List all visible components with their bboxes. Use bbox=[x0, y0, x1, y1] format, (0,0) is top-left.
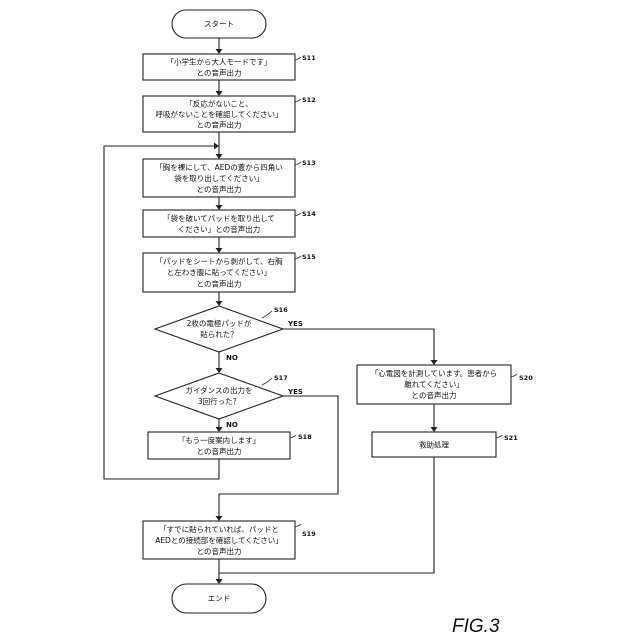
s13-step-label: S13 bbox=[302, 159, 316, 167]
s21-line-1: 救助処理 bbox=[419, 440, 449, 450]
s13-line-3: との音声出力 bbox=[197, 184, 242, 194]
s14-line-2: ください」との音声出力 bbox=[178, 224, 260, 234]
process-s21: 救助処理 S21 bbox=[372, 432, 518, 457]
s12-step-label: S12 bbox=[302, 96, 316, 104]
arrow-start-s11 bbox=[216, 49, 223, 54]
figure-label: FIG.3 bbox=[452, 616, 500, 637]
arrow-s20-s21 bbox=[431, 427, 438, 432]
arrow-s11-s12 bbox=[216, 91, 223, 96]
s15-step-label: S15 bbox=[302, 253, 316, 261]
s19-step-label: S19 bbox=[302, 530, 316, 538]
process-s14: 「袋を破いてパッドを取り出して ください」との音声出力 S14 bbox=[143, 210, 316, 237]
process-s13: 「胸を裸にして、AEDの蓋から四角い 袋を取り出してください」 との音声出力 S… bbox=[143, 159, 316, 197]
edge-s16-s20 bbox=[283, 329, 434, 361]
s20-line-3: との音声出力 bbox=[412, 390, 457, 400]
s16-line-2: 貼られた？ bbox=[200, 329, 238, 339]
s18-line-1: 「もう一度案内します」 bbox=[178, 435, 260, 445]
start-text: スタート bbox=[204, 20, 234, 29]
s17-line-2: 3回行った？ bbox=[198, 396, 240, 406]
arrow-s12-s13 bbox=[216, 154, 223, 159]
s17-yes-label: YES bbox=[287, 388, 303, 396]
s21-step-label: S21 bbox=[504, 434, 518, 442]
s16-line-1: 2枚の電極パッドが bbox=[187, 318, 252, 328]
s16-step-label: S16 bbox=[274, 306, 288, 314]
s13-line-1: 「胸を裸にして、AEDの蓋から四角い bbox=[155, 162, 283, 172]
s12-line-3: との音声出力 bbox=[197, 120, 242, 130]
s16-yes-label: YES bbox=[287, 320, 303, 328]
decision-s17: ガイダンスの出力を 3回行った？ S17 YES NO bbox=[155, 373, 303, 429]
s18-step-label: S18 bbox=[298, 433, 312, 441]
s15-line-2: と左わき腹に貼ってください」 bbox=[167, 267, 271, 277]
s19-line-3: との音声出力 bbox=[197, 546, 242, 556]
s20-step-label: S20 bbox=[519, 374, 533, 382]
process-s12: 「反応がないこと、 呼吸がないことを確認してください」 との音声出力 S12 bbox=[143, 96, 316, 132]
s15-line-3: との音声出力 bbox=[197, 279, 242, 289]
s16-no-label: NO bbox=[226, 354, 238, 362]
arrow-s17-s18 bbox=[216, 427, 223, 432]
s19-line-1: 「すでに貼られていれば、パッドと bbox=[159, 524, 279, 534]
process-s11: 「小学生から大人モードです」 との音声出力 S11 bbox=[143, 54, 316, 80]
arrow-s18-loop bbox=[214, 143, 219, 150]
start-terminal: スタート bbox=[172, 10, 266, 38]
s17-line-1: ガイダンスの出力を bbox=[185, 385, 252, 395]
process-s15: 「パッドをシートから剥がして、右胸 と左わき腹に貼ってください」 との音声出力 … bbox=[143, 253, 316, 292]
s11-line-2: との音声出力 bbox=[197, 68, 242, 78]
process-s19: 「すでに貼られていれば、パッドと AEDとの接続部を確認してください」 との音声… bbox=[143, 521, 316, 559]
arrow-s13-s14 bbox=[216, 205, 223, 210]
s17-step-label: S17 bbox=[274, 374, 288, 382]
arrow-s16-s17 bbox=[216, 368, 223, 373]
s13-line-2: 袋を取り出してください」 bbox=[174, 173, 264, 183]
arrow-s15-s16 bbox=[216, 301, 223, 306]
s20-line-1: 「心電図を計測しています。患者から bbox=[371, 368, 498, 378]
end-text: エンド bbox=[208, 594, 231, 603]
arrow-s19-end bbox=[216, 579, 223, 584]
process-s20: 「心電図を計測しています。患者から 離れてください」 との音声出力 S20 bbox=[357, 365, 533, 404]
s11-step-label: S11 bbox=[302, 54, 316, 62]
s15-line-1: 「パッドをシートから剥がして、右胸 bbox=[156, 256, 283, 266]
s11-line-1: 「小学生から大人モードです」 bbox=[167, 57, 272, 67]
s17-no-label: NO bbox=[226, 421, 238, 429]
end-terminal: エンド bbox=[172, 584, 266, 613]
s18-line-2: との音声出力 bbox=[197, 446, 242, 456]
arrow-s16-s20 bbox=[431, 360, 438, 365]
arrow-s14-s15 bbox=[216, 248, 223, 253]
s14-step-label: S14 bbox=[302, 210, 316, 218]
s12-line-1: 「反応がないこと、 bbox=[185, 99, 252, 109]
decision-s16: 2枚の電極パッドが 貼られた？ S16 YES NO bbox=[155, 306, 303, 362]
s19-line-2: AEDとの接続部を確認してください」 bbox=[155, 535, 283, 545]
process-s18: 「もう一度案内します」 との音声出力 S18 bbox=[148, 432, 312, 459]
s14-line-1: 「袋を破いてパッドを取り出して bbox=[163, 213, 275, 223]
s12-line-2: 呼吸がないことを確認してください」 bbox=[155, 109, 282, 119]
s20-line-2: 離れてください」 bbox=[404, 379, 464, 389]
arrow-s17-s19 bbox=[216, 516, 223, 521]
